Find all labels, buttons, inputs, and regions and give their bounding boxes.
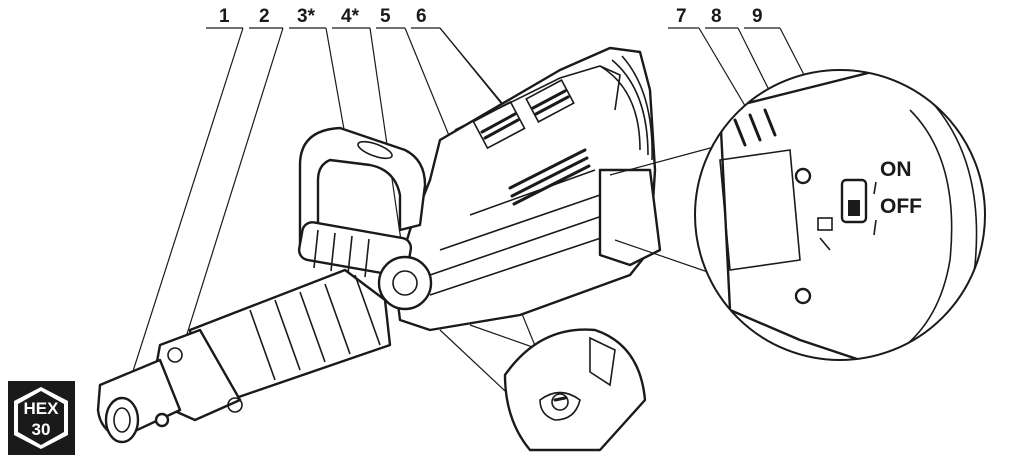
callout-7: 7 xyxy=(676,6,687,27)
callout-1: 1 xyxy=(219,6,230,27)
hex-badge-line1: HEX xyxy=(24,399,60,418)
callout-6: 6 xyxy=(416,6,427,27)
bottom-detail-inset xyxy=(439,324,647,452)
callout-9: 9 xyxy=(752,6,763,27)
callout-2: 2 xyxy=(259,6,270,27)
hex-badge-line2: 30 xyxy=(32,420,51,439)
hex-30-badge: HEX 30 xyxy=(8,381,75,455)
hammer-body xyxy=(96,46,662,444)
callout-5: 5 xyxy=(380,6,391,27)
callout-labels: 1 2 3* 4* 5 6 7 8 9 xyxy=(219,6,763,27)
switch-detail-inset: ON OFF xyxy=(609,69,986,361)
switch-off-label: OFF xyxy=(880,195,922,218)
callout-8: 8 xyxy=(711,6,722,27)
callout-4: 4* xyxy=(341,6,360,27)
callout-3: 3* xyxy=(297,6,316,27)
top-vent-grille xyxy=(472,79,575,150)
switch-on-label: ON xyxy=(880,158,912,181)
adjust-knob xyxy=(377,255,433,311)
side-handle-collar xyxy=(297,221,413,278)
side-vent-slots xyxy=(429,148,611,296)
